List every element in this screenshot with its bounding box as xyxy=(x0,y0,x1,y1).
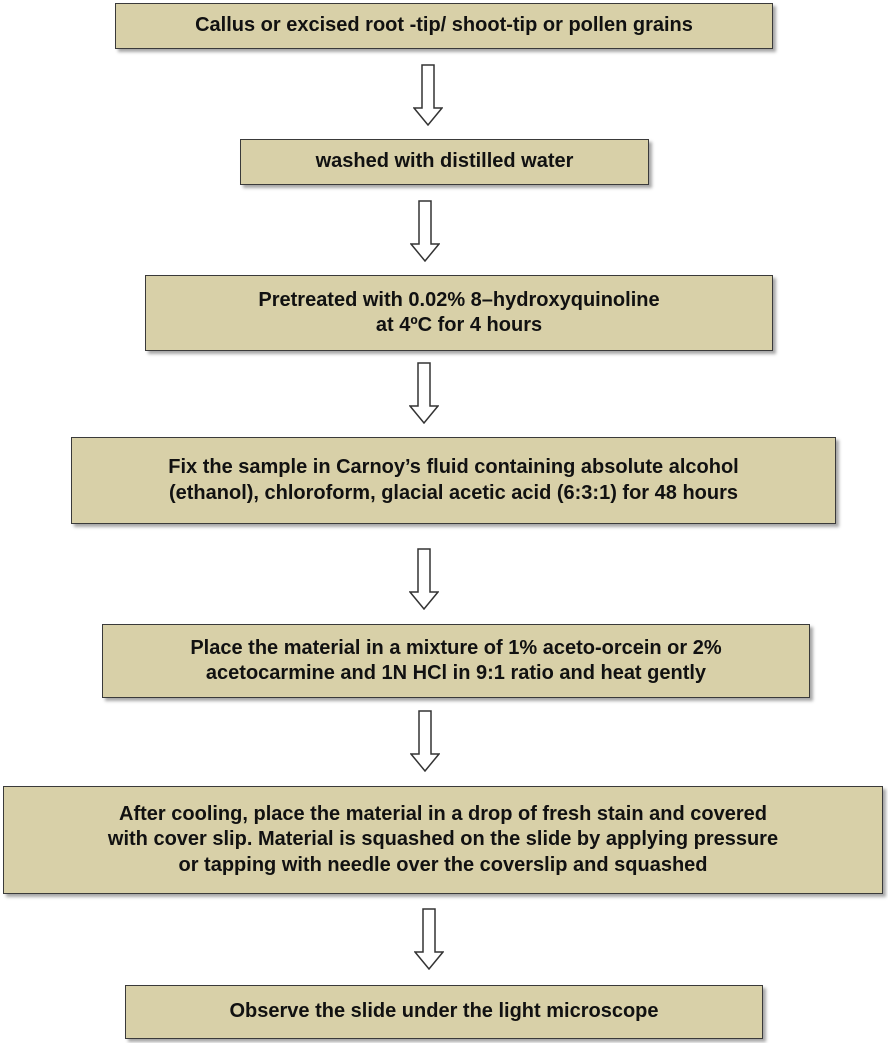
down-arrow-icon xyxy=(409,362,439,424)
step-1-sample-source: Callus or excised root -tip/ shoot-tip o… xyxy=(115,3,773,49)
step-5-stain: Place the material in a mixture of 1% ac… xyxy=(102,624,810,698)
down-arrow-icon xyxy=(413,64,443,126)
down-arrow-icon xyxy=(414,908,444,970)
step-5-line-1: Place the material in a mixture of 1% ac… xyxy=(190,636,722,659)
step-1-line-1: Callus or excised root -tip/ shoot-tip o… xyxy=(195,14,693,37)
step-3-pretreat: Pretreated with 0.02% 8–hydroxyquinoline… xyxy=(145,275,773,351)
step-7-line-1: Observe the slide under the light micros… xyxy=(229,1000,659,1023)
step-5-line-2: acetocarmine and 1N HCl in 9:1 ratio and… xyxy=(205,662,707,684)
step-4-line-1: Fix the sample in Carnoy’s fluid contain… xyxy=(168,456,739,479)
step-6-line-2: with cover slip. Material is squashed on… xyxy=(107,828,779,851)
step-2-line-1: washed with distilled water xyxy=(315,150,574,173)
step-6-squash: After cooling, place the material in a d… xyxy=(3,786,883,894)
step-3-line-2: at 4ºC for 4 hours xyxy=(375,314,543,336)
step-3-line-1: Pretreated with 0.02% 8–hydroxyquinoline xyxy=(258,288,660,311)
down-arrow-icon xyxy=(410,710,440,772)
step-6-line-3: or tapping with needle over the coversli… xyxy=(178,853,708,876)
step-4-fix: Fix the sample in Carnoy’s fluid contain… xyxy=(71,437,836,524)
down-arrow-icon xyxy=(409,548,439,610)
step-7-observe: Observe the slide under the light micros… xyxy=(125,985,763,1039)
step-4-line-2: (ethanol), chloroform, glacial acetic ac… xyxy=(168,481,738,504)
step-6-line-1: After cooling, place the material in a d… xyxy=(119,802,767,825)
step-2-wash: washed with distilled water xyxy=(240,139,649,185)
down-arrow-icon xyxy=(410,200,440,262)
